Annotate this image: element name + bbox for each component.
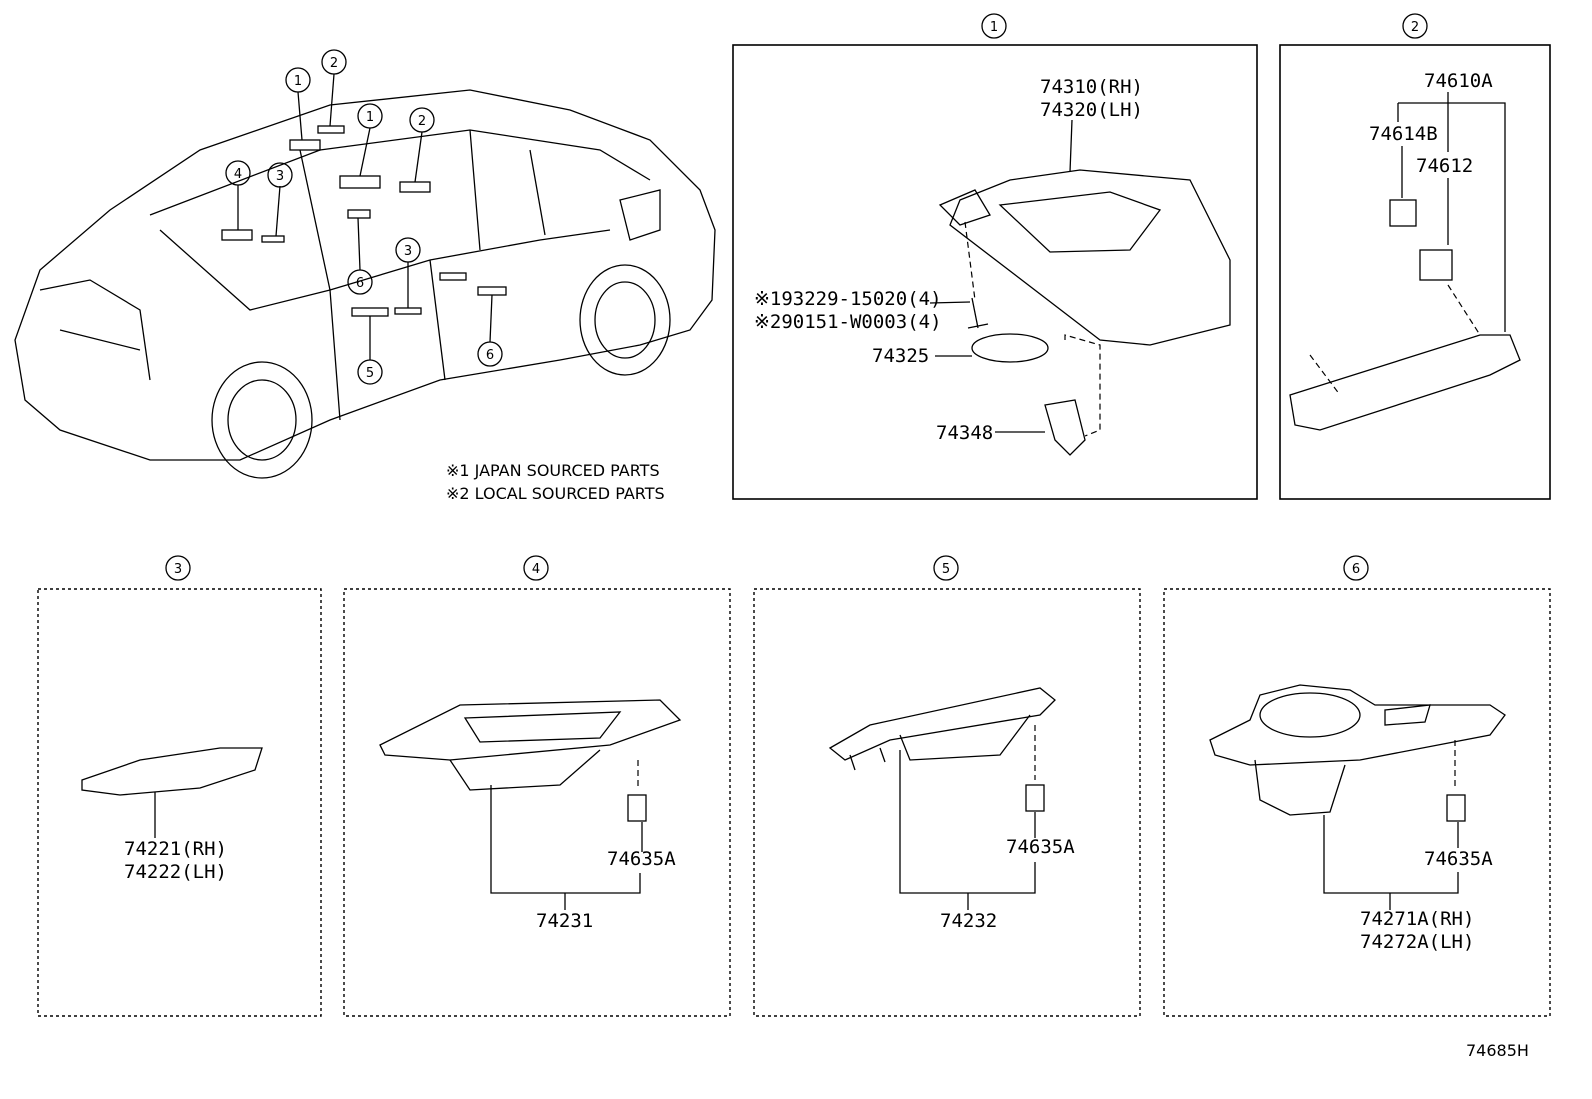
callout-2-b: 2	[418, 114, 426, 129]
panel-5-number: 5	[942, 562, 950, 577]
label-74221: 74221(RH)	[124, 838, 227, 860]
label-74272A: 74272A(LH)	[1360, 931, 1474, 953]
overview-callouts: 1 2 1 2 4 3 3 6 6 5	[225, 49, 503, 385]
label-74320: 74320(LH)	[1040, 99, 1143, 121]
label-74232: 74232	[940, 910, 997, 932]
panel-4: 4 74635A 74231	[343, 555, 731, 1017]
callout-3-a: 3	[276, 169, 284, 184]
label-74231: 74231	[536, 910, 593, 932]
panel-4-number: 4	[532, 562, 540, 577]
diagram-code: 74685H	[1466, 1041, 1529, 1060]
label-74610A: 74610A	[1424, 70, 1493, 92]
panel-2: 2 74610A 74614B 74612	[1279, 13, 1551, 500]
label-74222: 74222(LH)	[124, 861, 227, 883]
panel-2-number: 2	[1411, 20, 1419, 35]
label-74310: 74310(RH)	[1040, 76, 1143, 98]
label-74635A-p5: 74635A	[1006, 836, 1075, 858]
callout-2-a: 2	[330, 56, 338, 71]
panel-3-number: 3	[174, 562, 182, 577]
callout-6-b: 6	[486, 348, 494, 363]
panel-6: 6 74635A 74271A(RH) 74272A(LH)	[1163, 555, 1551, 1017]
car-overview	[14, 89, 716, 479]
callout-3-b: 3	[404, 244, 412, 259]
panel-5: 5 74635A 74232	[753, 555, 1141, 1017]
label-74325: 74325	[872, 345, 929, 367]
callout-4: 4	[234, 167, 242, 182]
panel-1-number: 1	[990, 20, 998, 35]
callout-1-a: 1	[294, 74, 302, 89]
label-74612: 74612	[1416, 155, 1473, 177]
label-screw-japan: ※193229-15020(4)	[754, 288, 942, 310]
note-japan: ※1 JAPAN SOURCED PARTS	[446, 461, 660, 480]
label-74635A-p4: 74635A	[607, 848, 676, 870]
callout-1-b: 1	[366, 110, 374, 125]
callout-5: 5	[366, 366, 374, 381]
label-74271A: 74271A(RH)	[1360, 908, 1474, 930]
label-screw-local: ※290151-W0003(4)	[754, 311, 942, 333]
callout-6-a: 6	[356, 276, 364, 291]
panel-1: 1 74310(RH) 74320(LH) ※193229-15020(4) ※…	[732, 13, 1258, 500]
note-local: ※2 LOCAL SOURCED PARTS	[446, 484, 665, 503]
panel-6-number: 6	[1352, 562, 1360, 577]
label-74635A-p6: 74635A	[1424, 848, 1493, 870]
panel-3: 3 74221(RH) 74222(LH)	[37, 555, 322, 1017]
label-74348: 74348	[936, 422, 993, 444]
label-74614B: 74614B	[1369, 123, 1438, 145]
